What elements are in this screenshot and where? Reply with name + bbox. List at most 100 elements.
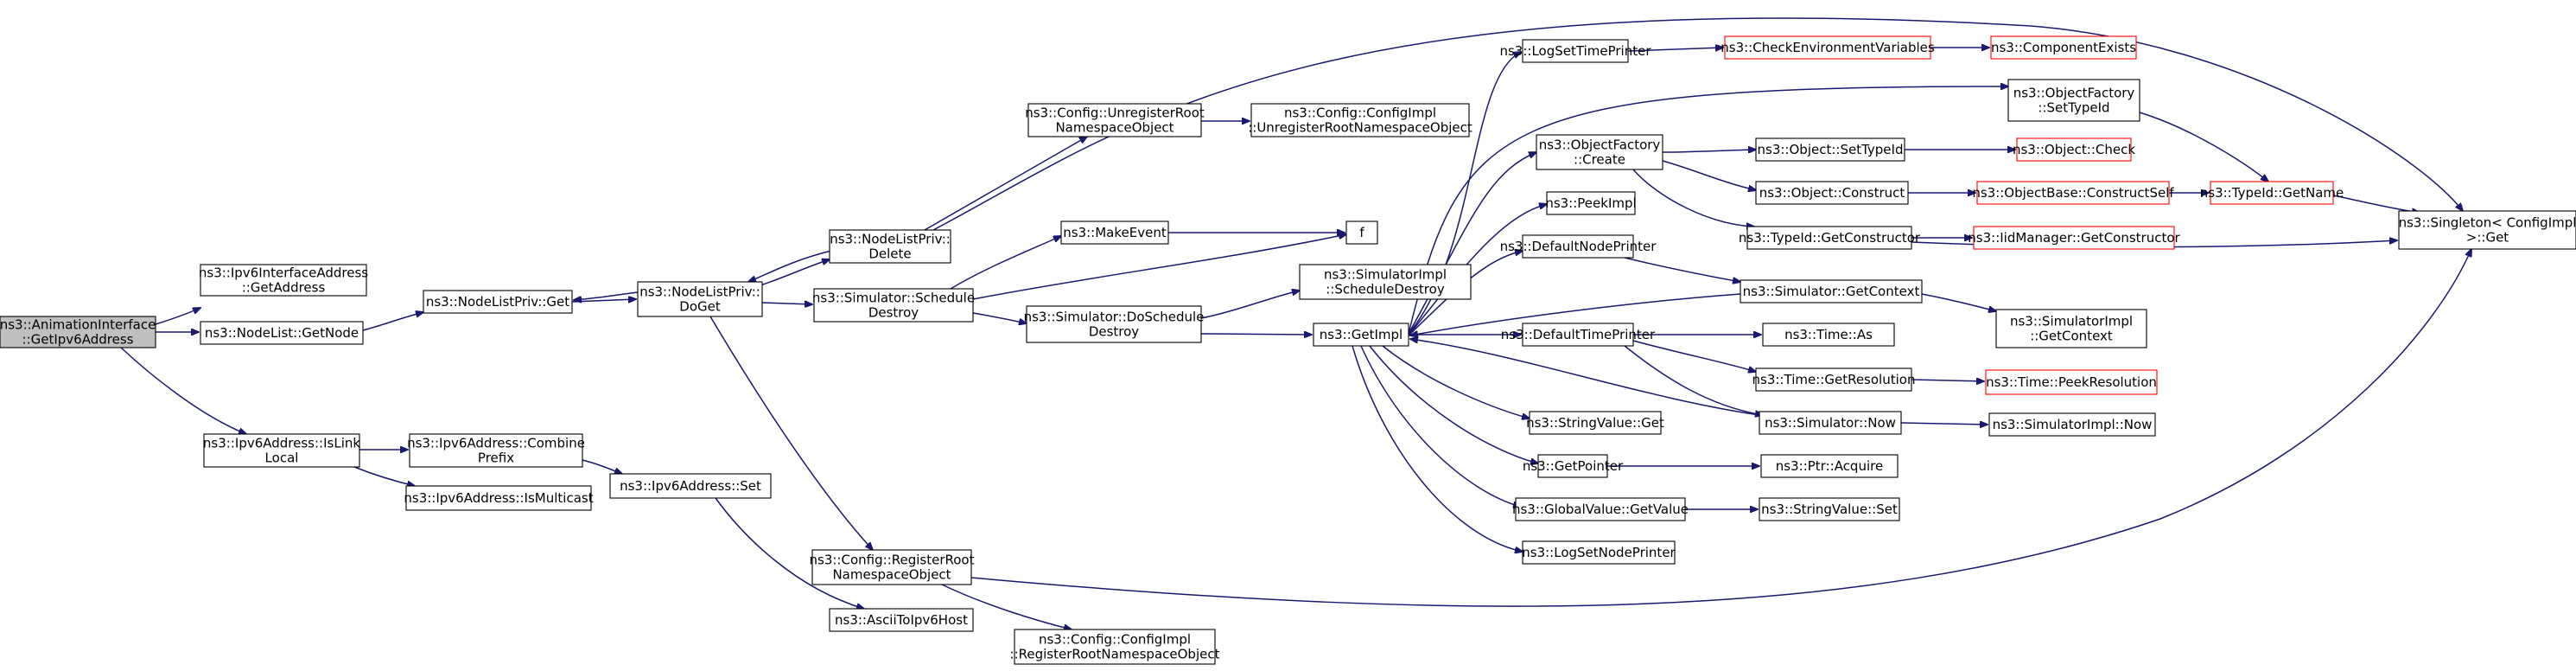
node-getptr[interactable]: ns3::GetPointer [1523, 454, 1624, 478]
node-box-defnode[interactable] [1522, 234, 1634, 259]
node-checkenv[interactable]: ns3::CheckEnvironmentVariables [1721, 35, 1935, 60]
node-box-logtime[interactable] [1522, 39, 1629, 63]
node-ascii[interactable]: ns3::AsciiToIpv6Host [829, 608, 974, 632]
node-simschdes[interactable]: ns3::SimulatorImpl::ScheduleDestroy [1299, 264, 1472, 300]
node-iidmgr[interactable]: ns3::IidManager::GetConstructor [1968, 226, 2181, 250]
node-box-doschdes[interactable] [1026, 305, 1202, 343]
node-box-ascii[interactable] [829, 608, 974, 632]
node-getnode[interactable]: ns3::NodeList::GetNode [200, 321, 364, 345]
node-singleton[interactable]: ns3::Singleton< ConfigImpl >::Get [2398, 210, 2576, 250]
node-box-strset[interactable] [1759, 497, 1900, 521]
node-nlpdel[interactable]: ns3::NodeListPriv::Delete [829, 229, 951, 264]
node-nlpget[interactable]: ns3::NodeListPriv::Get [423, 290, 573, 314]
node-box-typegetcons[interactable] [1746, 226, 1912, 250]
node-objconstruct[interactable]: ns3::Object::Construct [1755, 181, 1909, 205]
node-box-strget[interactable] [1529, 411, 1662, 435]
node-box-schdes[interactable] [813, 288, 974, 323]
node-box-objcheck[interactable] [2016, 137, 2132, 162]
node-gvget[interactable]: ns3::GlobalValue::GetValue [1512, 497, 1689, 521]
node-box-nlpdel[interactable] [829, 229, 951, 264]
node-typegetcons[interactable]: ns3::TypeId::GetConstructor [1739, 226, 1921, 250]
node-box-doget[interactable] [637, 281, 763, 317]
node-box-ismulti[interactable] [405, 485, 592, 511]
node-box-simimplctx[interactable] [1995, 309, 2147, 348]
node-box-combine[interactable] [409, 433, 583, 468]
node-box-timeas[interactable] [1762, 323, 1895, 347]
node-box-lognode[interactable] [1522, 540, 1676, 565]
node-box-singleton[interactable] [2398, 210, 2576, 250]
node-box-fnode[interactable] [1345, 220, 1378, 245]
node-box-iidmgr[interactable] [1973, 226, 2175, 250]
node-box-simgetctx[interactable] [1740, 279, 1923, 304]
node-box-ciunreg[interactable] [1250, 103, 1470, 137]
node-timegetres[interactable]: ns3::Time::GetResolution [1752, 367, 1916, 392]
node-box-unreg[interactable] [1027, 103, 1202, 137]
node-box-getimpl[interactable] [1313, 323, 1409, 347]
node-box-getnode[interactable] [200, 321, 364, 345]
node-ifget[interactable]: ns3::Ipv6InterfaceAddress::GetAddress [199, 264, 368, 297]
node-box-simimplnow[interactable] [1988, 412, 2156, 437]
node-objsettype[interactable]: ns3::Object::SetTypeId [1755, 137, 1905, 162]
node-compexists[interactable]: ns3::ComponentExists [1990, 35, 2137, 60]
node-timepeekres[interactable]: ns3::Time::PeekResolution [1985, 369, 2158, 395]
node-timeas[interactable]: ns3::Time::As [1762, 323, 1895, 347]
node-getimpl[interactable]: ns3::GetImpl [1313, 323, 1409, 347]
node-schdes[interactable]: ns3::Simulator::ScheduleDestroy [812, 288, 975, 323]
node-objfcreate[interactable]: ns3::ObjectFactory::Create [1536, 134, 1663, 170]
node-lognode[interactable]: ns3::LogSetNodePrinter [1522, 540, 1676, 565]
node-box-gvget[interactable] [1515, 497, 1686, 521]
node-ciregroot[interactable]: ns3::Config::ConfigImpl::RegisterRootNam… [1010, 629, 1220, 665]
node-box-islink[interactable] [203, 433, 360, 468]
node-box-simnow[interactable] [1759, 411, 1902, 435]
node-peekimpl[interactable]: ns3::PeekImpl [1545, 191, 1637, 215]
node-box-ciregroot[interactable] [1014, 629, 1216, 665]
node-doget[interactable]: ns3::NodeListPriv::DoGet [637, 281, 763, 317]
node-ciunreg[interactable]: ns3::Config::ConfigImpl::UnregisterRootN… [1248, 103, 1472, 137]
node-ipset[interactable]: ns3::Ipv6Address::Set [609, 473, 772, 499]
node-box-nlpget[interactable] [423, 290, 573, 314]
node-box-objbasecs[interactable] [1976, 181, 2170, 205]
node-simgetctx[interactable]: ns3::Simulator::GetContext [1740, 279, 1923, 304]
node-strget[interactable]: ns3::StringValue::Get [1526, 411, 1664, 435]
node-defnode[interactable]: ns3::DefaultNodePrinter [1500, 234, 1657, 259]
node-box-checkenv[interactable] [1724, 35, 1931, 60]
node-objbasecs[interactable]: ns3::ObjectBase::ConstructSelf [1972, 181, 2174, 205]
node-box-simschdes[interactable] [1299, 264, 1472, 300]
node-box-objsettype[interactable] [1755, 137, 1905, 162]
node-box-getptr[interactable] [1537, 454, 1608, 478]
node-box-timegetres[interactable] [1755, 367, 1912, 392]
node-box-regroot[interactable] [811, 549, 972, 585]
node-simnow[interactable]: ns3::Simulator::Now [1759, 411, 1902, 435]
node-box-ptracq[interactable] [1760, 454, 1899, 478]
node-logtime[interactable]: ns3::LogSetTimePrinter [1499, 39, 1651, 63]
node-regroot[interactable]: ns3::Config::RegisterRootNamespaceObject [810, 549, 975, 585]
node-deftime[interactable]: ns3::DefaultTimePrinter [1501, 323, 1656, 347]
node-strset[interactable]: ns3::StringValue::Set [1759, 497, 1900, 521]
node-box-compexists[interactable] [1990, 35, 2137, 60]
node-box-ifget[interactable] [200, 264, 367, 297]
node-objfsettype[interactable]: ns3::ObjectFactory::SetTypeId [2007, 79, 2140, 122]
node-simimplnow[interactable]: ns3::SimulatorImpl::Now [1988, 412, 2156, 437]
node-mkevent[interactable]: ns3::MakeEvent [1060, 220, 1169, 245]
node-ptracq[interactable]: ns3::Ptr::Acquire [1760, 454, 1899, 478]
node-root[interactable]: ns3::AnimationInterface::GetIpv6Address [0, 316, 156, 348]
node-box-deftime[interactable] [1522, 323, 1634, 347]
node-box-ipset[interactable] [609, 473, 772, 499]
node-box-objfsettype[interactable] [2007, 79, 2140, 122]
node-box-peekimpl[interactable] [1546, 191, 1636, 215]
node-box-timepeekres[interactable] [1985, 369, 2158, 395]
node-box-mkevent[interactable] [1060, 220, 1169, 245]
node-objcheck[interactable]: ns3::Object::Check [2013, 137, 2135, 162]
node-box-objfcreate[interactable] [1536, 134, 1663, 170]
node-box-objconstruct[interactable] [1755, 181, 1909, 205]
node-box-typegetname[interactable] [2210, 181, 2334, 205]
node-ismulti[interactable]: ns3::Ipv6Address::IsMulticast [404, 485, 594, 511]
node-unreg[interactable]: ns3::Config::UnregisterRootNamespaceObje… [1025, 103, 1205, 137]
node-box-root[interactable] [0, 316, 156, 348]
node-typegetname[interactable]: ns3::TypeId::GetName [2200, 181, 2344, 205]
node-simimplctx[interactable]: ns3::SimulatorImpl::GetContext [1995, 309, 2147, 348]
node-fnode[interactable]: f [1345, 220, 1378, 245]
